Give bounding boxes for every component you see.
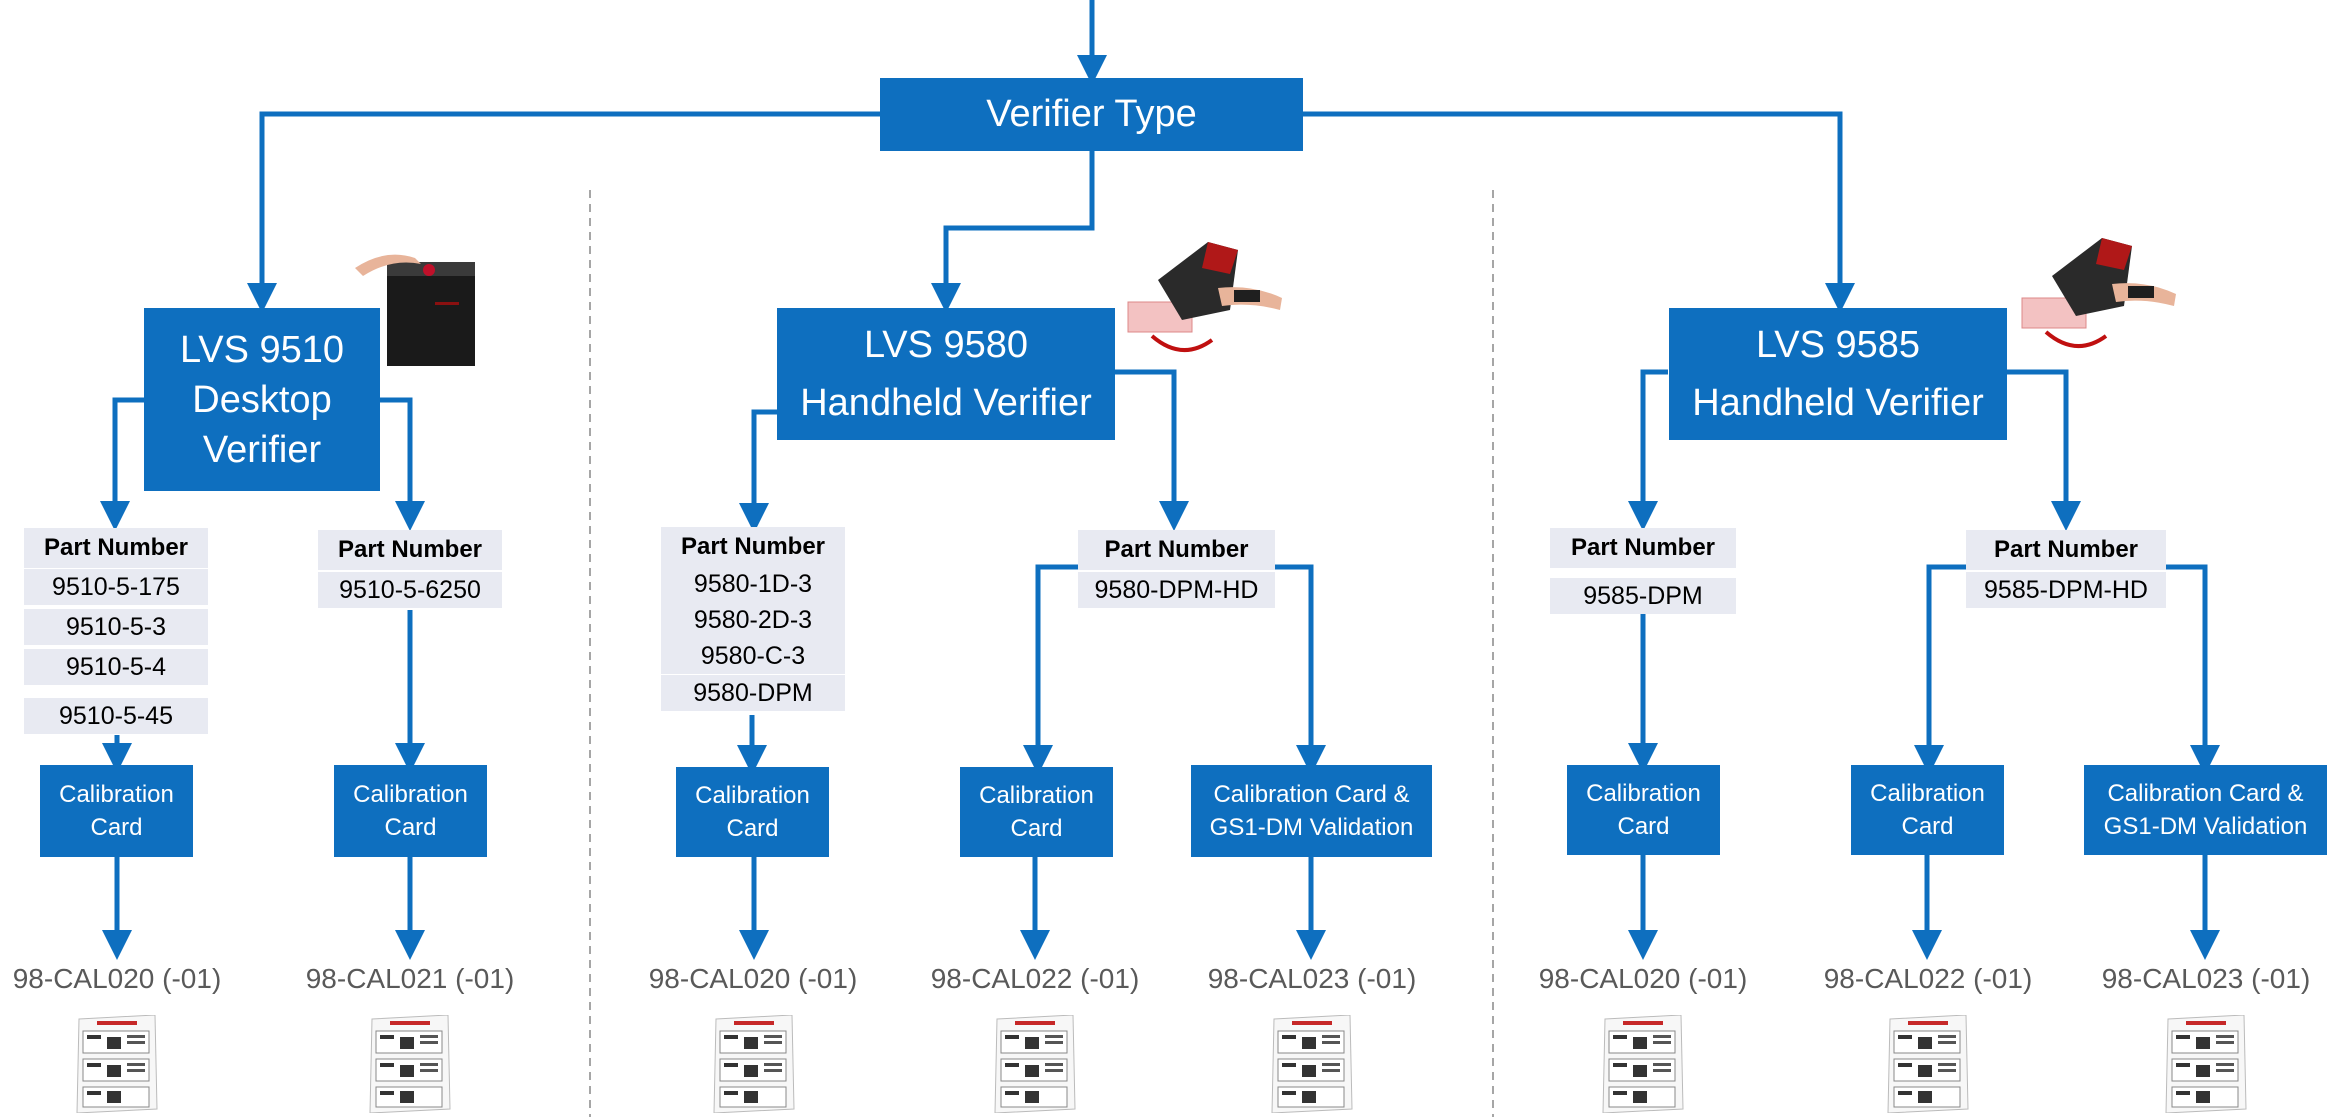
calibration-card-image [1599, 1014, 1685, 1114]
arrow-9585-left [1628, 369, 1668, 531]
part-9585-DPM-HD: 9585-DPM-HD [1966, 572, 2166, 608]
calibration-card-image [1884, 1014, 1970, 1114]
model-box-9585: LVS 9585 Handheld Verifier [1669, 308, 2007, 440]
cal-label-1: Calibration [353, 781, 468, 808]
result-cal023: 98-CAL023 (-01) [1207, 963, 1417, 994]
result-cal020: 98-CAL020 (-01) [1538, 963, 1748, 994]
calibration-card-image [991, 1014, 1077, 1114]
calibration-card-box: Calibration Card [40, 765, 193, 857]
result-cal020: 98-CAL020 (-01) [12, 963, 222, 994]
arrow-to-9510 [247, 111, 883, 313]
cal-label-2: Card [384, 814, 437, 841]
model-9580-line1: LVS 9580 [863, 324, 1029, 366]
gs1-label-2: GS1-DM Validation [1209, 814, 1414, 841]
model-9510-line3: Verifier [202, 428, 322, 471]
calibration-card-box: Calibration Card [1851, 765, 2004, 855]
cal-label-1: Calibration [695, 782, 810, 809]
arrow-to-9580 [931, 150, 1095, 313]
part-9580-1D-3: 9580-1D-3 [661, 566, 845, 602]
part-9580-2D-3: 9580-2D-3 [661, 602, 845, 638]
part-header-9585b: Part Number [1966, 530, 2166, 570]
result-cal023: 98-CAL023 (-01) [2101, 963, 2311, 994]
model-9510-line2: Desktop [192, 378, 332, 421]
part-header-9580a: Part Number [661, 527, 845, 567]
model-box-9510: LVS 9510 Desktop Verifier [144, 308, 380, 491]
part-9580-DPM-HD: 9580-DPM-HD [1078, 572, 1275, 608]
cal-label-2: Card [1901, 813, 1954, 840]
verifier-type-box: Verifier Type [880, 78, 1303, 151]
model-9585-line1: LVS 9585 [1755, 324, 1921, 366]
lvs9580-device-image [1127, 242, 1282, 353]
arrow-9585-right [2007, 369, 2081, 531]
part-9580-C-3: 9580-C-3 [661, 638, 845, 674]
lvs9510-device-image [355, 254, 475, 366]
calibration-card-image [2162, 1014, 2248, 1114]
calibration-card-image [73, 1014, 159, 1114]
part-9585-DPM: 9585-DPM [1550, 578, 1736, 614]
part-9510-5-4: 9510-5-4 [24, 649, 208, 685]
part-9580-DPM: 9580-DPM [661, 675, 845, 711]
arrow-9585-dpmhd-right [2166, 564, 2220, 775]
part-header-9585a: Part Number [1550, 528, 1736, 568]
result-cal021: 98-CAL021 (-01) [305, 963, 515, 994]
calibration-card-box: Calibration Card [960, 767, 1113, 857]
part-9510-5-175: 9510-5-175 [24, 569, 208, 605]
cal-label-2: Card [1617, 813, 1670, 840]
cal-label-1: Calibration [59, 781, 174, 808]
model-9510-line1: LVS 9510 [179, 328, 345, 371]
lvs9585-device-image [2021, 238, 2176, 349]
part-9510-5-3: 9510-5-3 [24, 609, 208, 645]
arrow-to-9585 [1302, 111, 1855, 313]
verifier-type-label: Verifier Type [986, 93, 1197, 135]
arrow-9580-right [1114, 369, 1189, 531]
model-9580-line2: Handheld Verifier [800, 382, 1092, 424]
arrow-9580-dpmhd-left [1023, 564, 1078, 775]
cal-label-2: Card [726, 815, 779, 842]
cal-label-1: Calibration [979, 782, 1094, 809]
result-cal020: 98-CAL020 (-01) [648, 963, 858, 994]
part-9510-5-45: 9510-5-45 [24, 698, 208, 734]
cal-label-1: Calibration [1870, 780, 1985, 807]
calibration-gs1-box: Calibration Card & GS1-DM Validation [2084, 765, 2327, 855]
calibration-card-image [366, 1014, 452, 1114]
part-header-9510a: Part Number [24, 528, 208, 568]
part-header-9580b: Part Number [1078, 530, 1275, 570]
part-header-9510b: Part Number [318, 530, 502, 570]
calibration-card-image [1268, 1014, 1354, 1114]
model-9585-line2: Handheld Verifier [1692, 382, 1984, 424]
calibration-card-box: Calibration Card [676, 767, 829, 857]
cal-label-2: Card [1010, 815, 1063, 842]
cal-label-2: Card [90, 814, 143, 841]
arrow-9580-dpmhd-right [1275, 564, 1326, 775]
calibration-card-box: Calibration Card [1567, 765, 1720, 855]
result-cal022: 98-CAL022 (-01) [930, 963, 1140, 994]
arrow-9510-left [100, 397, 145, 531]
arrow-9580-left [739, 409, 778, 533]
part-9510-5-6250: 9510-5-6250 [318, 572, 502, 608]
gs1-label-1: Calibration Card & [1213, 781, 1410, 808]
gs1-label-1: Calibration Card & [2107, 780, 2304, 807]
gs1-label-2: GS1-DM Validation [2103, 813, 2308, 840]
calibration-card-image [710, 1014, 796, 1114]
result-cal022: 98-CAL022 (-01) [1823, 963, 2033, 994]
model-box-9580: LVS 9580 Handheld Verifier [777, 308, 1115, 440]
cal-label-1: Calibration [1586, 780, 1701, 807]
calibration-card-box: Calibration Card [334, 765, 487, 857]
arrow-9510-right [380, 397, 425, 531]
arrow-9585-dpmhd-left [1914, 564, 1966, 775]
calibration-gs1-box: Calibration Card & GS1-DM Validation [1191, 765, 1432, 857]
